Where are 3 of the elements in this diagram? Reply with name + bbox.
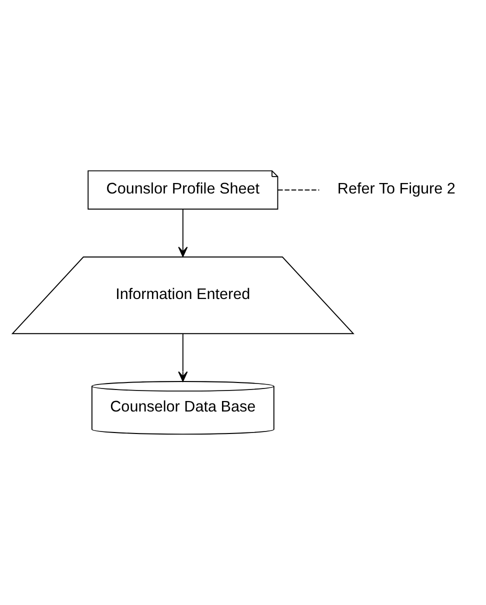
node-text: Refer To Figure 2	[337, 180, 456, 198]
arrow	[178, 208, 188, 258]
arrow	[178, 333, 188, 382]
